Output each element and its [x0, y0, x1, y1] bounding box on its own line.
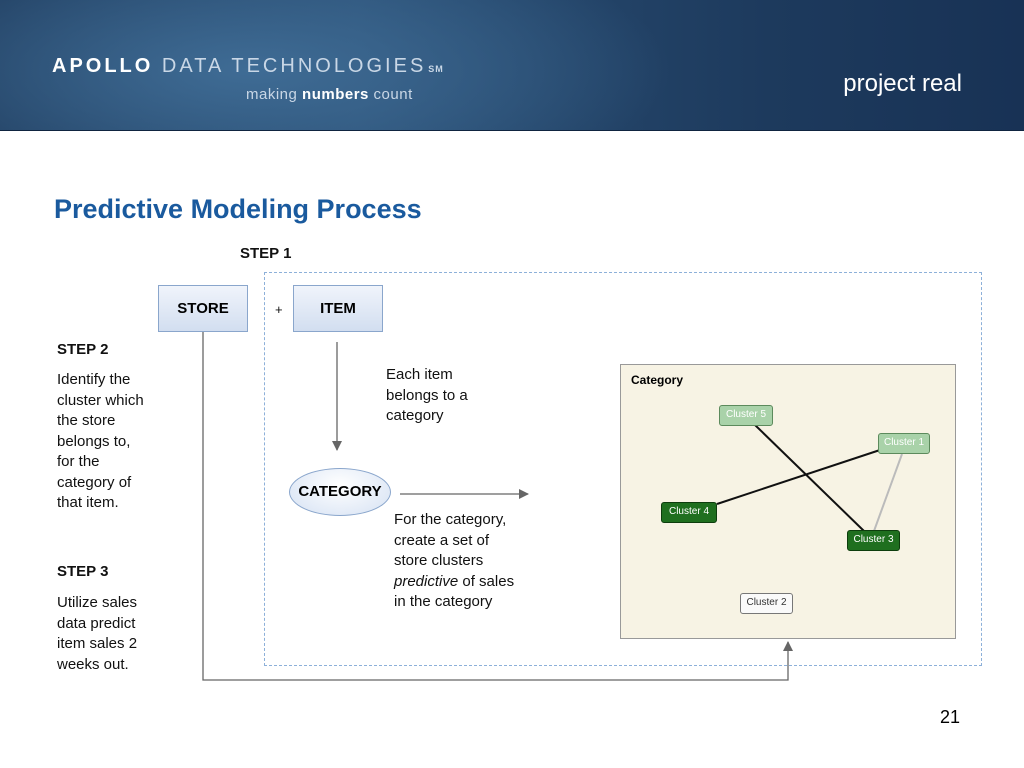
- step3-line: weeks out.: [57, 655, 129, 673]
- step2-line: for the: [57, 453, 100, 470]
- cluster-2-node: Cluster 2: [740, 593, 793, 614]
- step3-description: Utilize sales data predict item sales 2 …: [57, 593, 137, 675]
- category-note-line: For the category,: [394, 511, 507, 528]
- category-oval: CATEGORY: [289, 468, 391, 516]
- store-box: STORE: [158, 285, 248, 332]
- cluster-panel: Category Cluster 5 Cluster 1 Cluster 4 C…: [620, 364, 956, 639]
- step2-line: that item.: [57, 494, 119, 511]
- item-category-note: Each item belongs to a category: [386, 365, 468, 427]
- step2-line: category of: [57, 473, 132, 491]
- store-to-clusters-arrow: [202, 332, 793, 681]
- step3-line: data predict: [57, 614, 136, 632]
- cluster-1-node: Cluster 1: [878, 433, 930, 454]
- category-note-line: create a set of: [394, 531, 490, 549]
- step2-line: Identify the: [57, 371, 131, 388]
- item-note-line: Each item: [386, 366, 453, 383]
- category-note: For the category, create a set of store …: [394, 510, 514, 613]
- step2-description: Identify the cluster which the store bel…: [57, 370, 144, 514]
- slide-title: Predictive Modeling Process: [54, 194, 422, 224]
- cluster-3-node: Cluster 3: [847, 530, 900, 551]
- link-cluster5-cluster3: [754, 424, 866, 533]
- cluster-5-node: Cluster 5: [719, 405, 773, 426]
- brand-sm: SM: [428, 64, 444, 74]
- cluster-4-node: Cluster 4: [661, 502, 717, 523]
- plus-sign: +: [275, 302, 283, 317]
- step3-label: STEP 3: [57, 563, 109, 580]
- step3-line: Utilize sales: [57, 594, 138, 611]
- step3-line: item sales 2: [57, 635, 138, 652]
- step2-line: the store: [57, 412, 116, 429]
- category-note-italic: predictive: [394, 572, 459, 590]
- brand-name-rest: DATA TECHNOLOGIES: [161, 55, 427, 77]
- step2-line: belongs to,: [57, 432, 131, 450]
- link-cluster1-cluster3: [873, 453, 903, 532]
- category-note-line: predictive of sales: [394, 572, 514, 593]
- project-label: project real: [843, 70, 962, 97]
- item-box: ITEM: [293, 285, 383, 332]
- step2-line: cluster which: [57, 391, 144, 409]
- tagline-bold: numbers: [302, 86, 369, 103]
- brand-tagline: making numbers count: [246, 86, 413, 103]
- page-number: 21: [940, 707, 961, 727]
- cluster-links: [716, 424, 903, 533]
- step2-label: STEP 2: [57, 341, 109, 358]
- category-note-line4-rest: of sales: [458, 572, 515, 590]
- category-note-line: in the category: [394, 593, 493, 610]
- step1-dashed-region: [264, 272, 982, 666]
- brand-apollo: APOLLO: [52, 55, 154, 77]
- item-note-line: category: [386, 407, 444, 424]
- tagline-end: count: [368, 86, 413, 103]
- item-note-line: belongs to a: [386, 386, 468, 404]
- cluster-panel-title: Category: [631, 373, 684, 387]
- tagline-start: making: [246, 86, 303, 103]
- step1-label: STEP 1: [240, 245, 292, 262]
- link-cluster4-cluster1: [716, 448, 884, 505]
- category-note-line: store clusters: [394, 552, 484, 569]
